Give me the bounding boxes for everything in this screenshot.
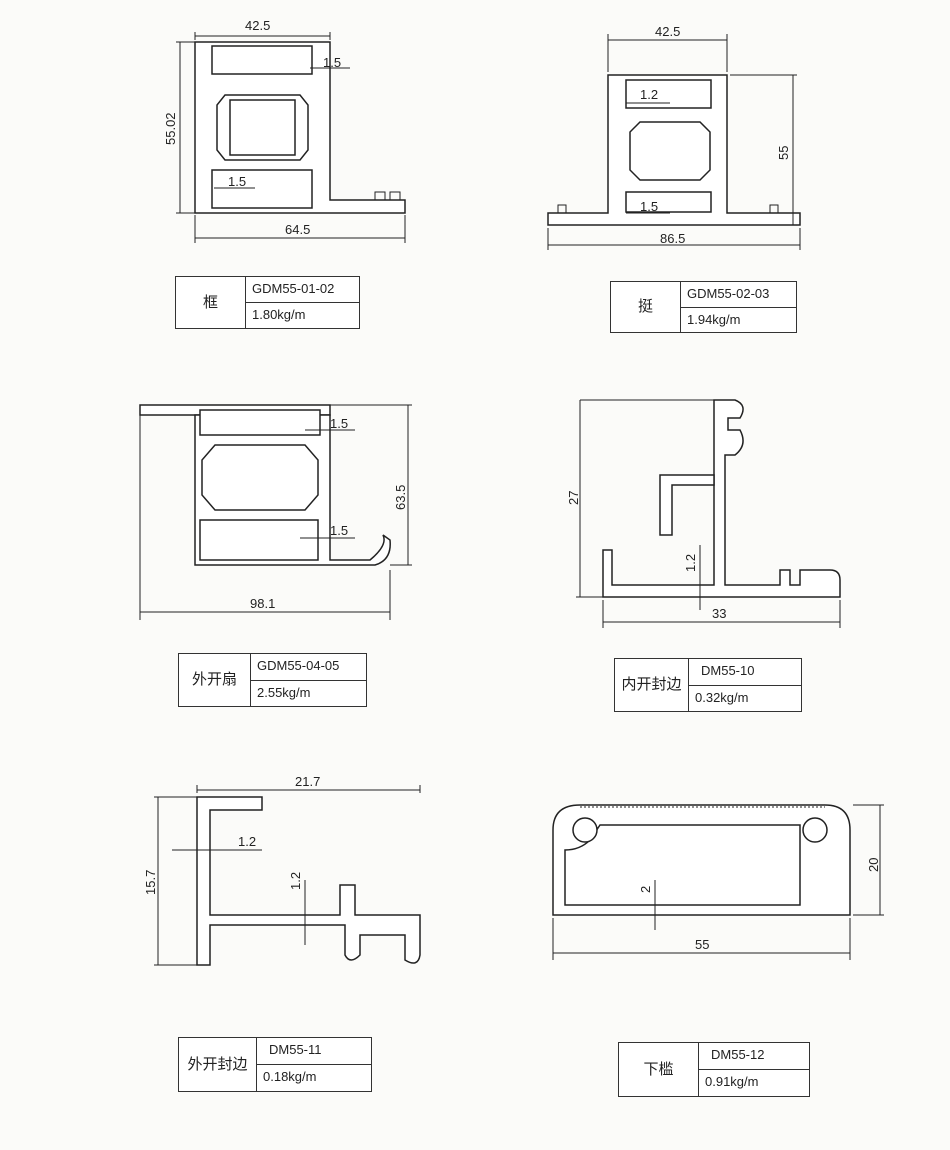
profile-name-line: 封边 (217, 1054, 248, 1073)
dimension-label: 20 (866, 858, 881, 872)
dimension-label: 64.5 (285, 222, 310, 237)
profile-code: GDM55-01-02 (246, 277, 359, 303)
dimension-label: 42.5 (245, 18, 270, 33)
spec-table-dm55-11: 外开封边 DM55-11 0.18kg/m (178, 1037, 372, 1092)
profile-name-line: 外开 (187, 1054, 218, 1073)
profile-drawing-dm55-10: 27 1.2 33 (566, 399, 841, 628)
dimension-label: 1.5 (330, 523, 348, 538)
dimension-label: 21.7 (295, 774, 320, 789)
profile-code: GDM55-02-03 (681, 282, 796, 308)
dimension-label: 1.2 (640, 87, 658, 102)
profile-drawing-dm55-11: 21.7 1.2 15.7 1.2 (143, 774, 421, 966)
profile-name-line: 封边 (651, 675, 682, 694)
profile-weight: 0.91kg/m (705, 1074, 759, 1089)
profile-weight: 0.32kg/m (695, 689, 749, 705)
profile-code: DM55-10 (689, 659, 801, 686)
dimension-label: 15.7 (143, 870, 158, 895)
spec-table-gdm55-01-02: 框 GDM55-01-02 1.80kg/m (175, 276, 360, 329)
profile-code: GDM55-04-05 (251, 654, 366, 681)
profile-name: 内开封边 (615, 659, 689, 711)
profile-name: 下槛 (619, 1043, 699, 1096)
dimension-label: 1.2 (238, 834, 256, 849)
profile-code: DM55-11 (257, 1038, 371, 1065)
profile-drawing-gdm55-01-02: 42.5 1.5 55.02 1.5 64.5 (163, 18, 406, 243)
dimension-label: 42.5 (655, 24, 680, 39)
dimension-label: 27 (566, 491, 581, 505)
dimension-label: 55 (695, 937, 709, 952)
dimension-label: 63.5 (393, 485, 408, 510)
dimension-label: 2 (638, 886, 653, 893)
profile-weight: 2.55kg/m (257, 684, 311, 700)
profile-name: 挺 (611, 282, 681, 332)
spec-table-dm55-10: 内开封边 DM55-10 0.32kg/m (614, 658, 802, 712)
dimension-label: 55.02 (163, 112, 178, 145)
dimension-label: 1.5 (640, 199, 658, 214)
profile-weight: 1.80kg/m (252, 307, 306, 322)
profile-name: 外开封边 (179, 1038, 257, 1091)
spec-table-gdm55-02-03: 挺 GDM55-02-03 1.94kg/m (610, 281, 797, 333)
profile-code: DM55-12 (699, 1043, 809, 1070)
profile-drawing-gdm55-04-05: 1.5 63.5 1.5 98.1 (139, 404, 412, 620)
dimension-label: 1.5 (330, 416, 348, 431)
dimension-label: 55 (776, 146, 791, 160)
profile-name: 外开扇 (179, 654, 251, 706)
dimension-label: 1.5 (323, 55, 341, 70)
dimension-label: 1.2 (288, 872, 303, 890)
dimension-label: 33 (712, 606, 726, 621)
spec-table-dm55-12: 下槛 DM55-12 0.91kg/m (618, 1042, 810, 1097)
dimension-label: 98.1 (250, 596, 275, 611)
spec-table-gdm55-04-05: 外开扇 GDM55-04-05 2.55kg/m (178, 653, 367, 707)
profile-weight: 0.18kg/m (263, 1069, 317, 1084)
dimension-label: 1.2 (683, 554, 698, 572)
dimension-label: 1.5 (228, 174, 246, 189)
profile-name-line: 内开 (621, 675, 652, 694)
profile-drawing-dm55-12: 20 2 55 (552, 804, 884, 960)
dimension-label: 86.5 (660, 231, 685, 246)
profile-name: 框 (176, 277, 246, 328)
profile-weight: 1.94kg/m (687, 311, 741, 327)
profile-drawing-gdm55-02-03: 42.5 1.2 55 1.5 86.5 (547, 24, 801, 250)
